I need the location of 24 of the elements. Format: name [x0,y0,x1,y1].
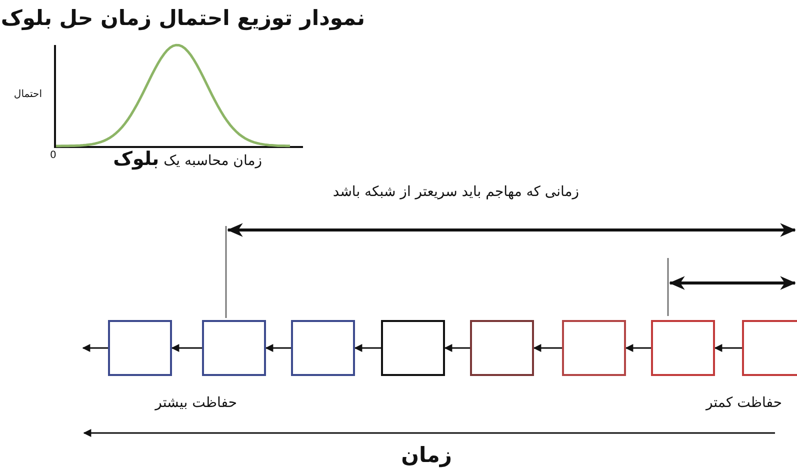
text-label: حفاظت بیشتر [155,395,237,412]
block-box [381,320,445,376]
axis-label: زمان [401,443,452,468]
block-box [470,320,534,376]
text-label: حفاظت کمتر [706,395,782,412]
axis-label: زمان محاسبه یک بلوک [113,148,262,171]
axis-label: احتمال [14,89,42,101]
arrow [354,344,381,352]
arrow [171,344,202,352]
block-box [742,320,797,376]
dimension-label: زمانی که مهاجم باید سریعتر از شبکه باشد [332,184,579,201]
arrow [82,344,108,352]
block-box [562,320,626,376]
block-box [202,320,266,376]
chart-title: نمودار توزیع احتمال زمان حل بلوک [0,6,365,32]
block-box [291,320,355,376]
arrow [714,344,742,352]
block-box [651,320,715,376]
arrow [625,344,651,352]
arrow [265,344,291,352]
arrow [533,344,562,352]
arrow [444,344,470,352]
tick-label: 0 [50,150,56,162]
block-box [108,320,172,376]
